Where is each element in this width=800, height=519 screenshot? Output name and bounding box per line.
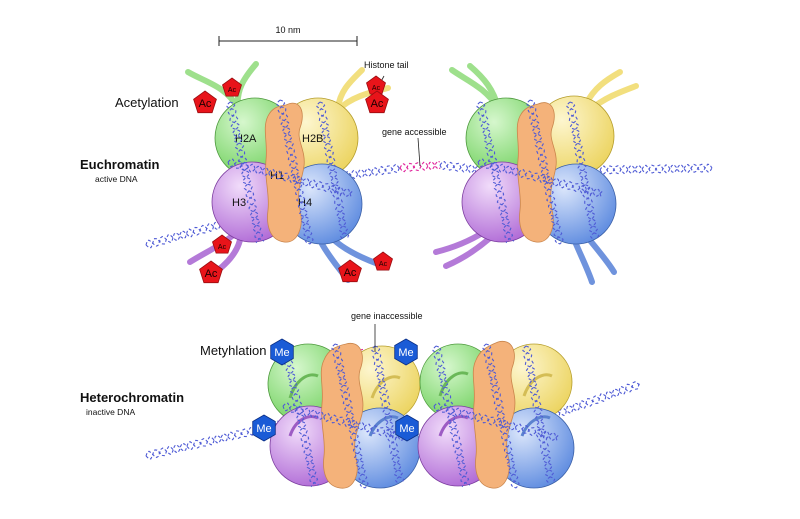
dna-wrap-b xyxy=(276,99,314,245)
dna-wrap-b xyxy=(331,343,369,489)
heterochromatin-subtitle: inactive DNA xyxy=(86,407,135,417)
dna-wrap-c xyxy=(316,101,350,239)
label-h2b: H2B xyxy=(302,133,323,145)
histone-tail-label: Histone tail xyxy=(364,60,409,70)
methyl-mark: Me xyxy=(394,338,418,366)
dna-wrap-c xyxy=(371,345,405,483)
svg-text:Ac: Ac xyxy=(379,261,388,268)
svg-text:Ac: Ac xyxy=(228,87,237,94)
histone-h1 xyxy=(264,102,305,243)
acetyl-mark: Ac xyxy=(365,90,389,114)
euchromatin-subtitle: active DNA xyxy=(95,174,138,184)
svg-text:Me: Me xyxy=(274,347,289,359)
dna-wrap-a xyxy=(226,101,265,244)
dna-wrap-c xyxy=(522,345,556,483)
nucleosome-heterochromatin-2 xyxy=(417,340,575,489)
euchromatin-title: Euchromatin xyxy=(80,157,160,172)
svg-text:Ac: Ac xyxy=(199,98,212,110)
svg-text:Me: Me xyxy=(256,423,271,435)
dna-wrap-a xyxy=(281,345,320,488)
scale-bar-label: 10 nm xyxy=(275,25,300,35)
dna-wrap-d xyxy=(227,158,354,198)
dna-wrap-a xyxy=(476,101,515,244)
dna-wrap-d xyxy=(477,158,604,198)
svg-text:Ac: Ac xyxy=(372,85,381,92)
dna-hetero-left xyxy=(145,415,301,460)
svg-text:Me: Me xyxy=(399,423,414,435)
dna-wrap-d xyxy=(282,402,409,442)
dna-wrap-b xyxy=(482,343,520,489)
methyl-mark: Me xyxy=(395,414,419,442)
gene-accessible-pointer xyxy=(417,137,421,167)
acetyl-mark: Ac xyxy=(212,234,232,254)
dna-linker-right xyxy=(599,163,713,175)
acetyl-mark: Ac xyxy=(338,259,362,283)
acetyl-mark: Ac xyxy=(199,260,223,284)
methylation-label: Metyhlation xyxy=(200,343,266,358)
svg-text:Ac: Ac xyxy=(344,267,357,279)
acetyl-mark: Ac xyxy=(222,77,242,97)
methyl-mark: Me xyxy=(270,338,294,366)
acetylation-label: Acetylation xyxy=(115,95,179,110)
scale-bar: 10 nm xyxy=(218,25,358,46)
dna-linker-mid-2 xyxy=(439,160,481,175)
nucleosome-euchromatin-1: H2A H2B H1 H3 H4 xyxy=(185,61,391,283)
acetyl-mark: Ac xyxy=(193,90,217,114)
svg-text:Me: Me xyxy=(398,347,413,359)
svg-text:Ac: Ac xyxy=(218,244,227,251)
gene-accessible-label: gene accessible xyxy=(382,127,447,137)
acetyl-mark: Ac xyxy=(373,251,393,271)
heterochromatin-title: Heterochromatin xyxy=(80,390,184,405)
nucleosome-euchromatin-2 xyxy=(433,63,639,285)
dna-wrap-b xyxy=(526,99,564,245)
label-h4: H4 xyxy=(298,197,312,209)
methyl-mark: Me xyxy=(252,414,276,442)
dna-wrap-a xyxy=(432,345,471,488)
svg-text:Ac: Ac xyxy=(205,268,218,280)
label-h1: H1 xyxy=(270,170,284,182)
gene-inaccessible-label: gene inaccessible xyxy=(351,311,423,321)
label-h3: H3 xyxy=(232,197,246,209)
nucleosome-heterochromatin-1 xyxy=(267,342,421,489)
dna-wrap-c xyxy=(566,101,600,239)
dna-wrap-d xyxy=(433,402,560,442)
svg-text:Ac: Ac xyxy=(371,98,384,110)
